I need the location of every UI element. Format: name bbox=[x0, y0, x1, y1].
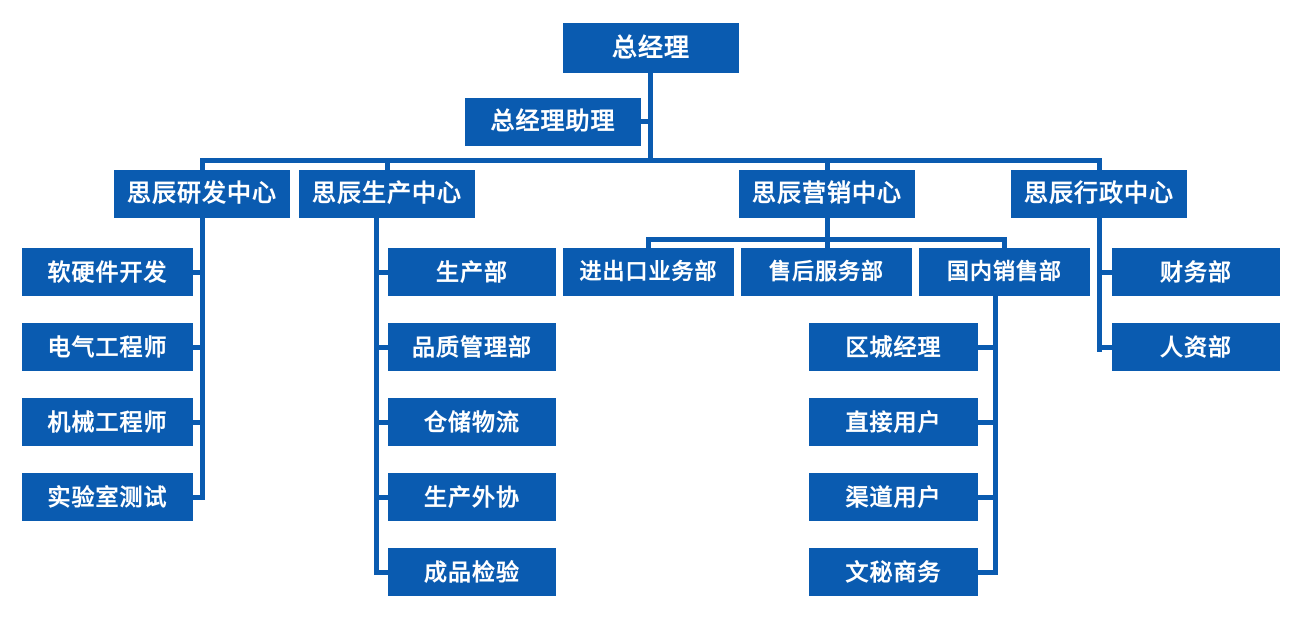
node-production-center[interactable]: 思辰生产中心 bbox=[299, 170, 475, 218]
node-label: 进出口业务部 bbox=[579, 259, 718, 284]
node-rd-child-3[interactable]: 机械工程师 bbox=[22, 398, 193, 446]
connector-production-stub-2 bbox=[374, 345, 388, 350]
node-label: 总经理 bbox=[611, 33, 690, 62]
node-label: 国内销售部 bbox=[946, 259, 1062, 284]
connector-gm-to-trunk bbox=[648, 73, 653, 162]
connector-admin-stub-2 bbox=[1097, 345, 1113, 350]
node-gm-assistant[interactable]: 总经理助理 bbox=[465, 98, 641, 146]
connector-admin-spine bbox=[1097, 218, 1102, 352]
connector-production-spine bbox=[374, 218, 379, 575]
node-label: 生产部 bbox=[436, 258, 508, 285]
node-production-child-4[interactable]: 生产外协 bbox=[388, 473, 556, 521]
node-label: 机械工程师 bbox=[47, 408, 168, 435]
connector-rd-stub-1 bbox=[191, 270, 202, 275]
connector-production-stub-4 bbox=[374, 495, 388, 500]
node-domestic-sales-child-3[interactable]: 渠道用户 bbox=[809, 473, 978, 521]
node-domestic-sales-child-2[interactable]: 直接用户 bbox=[809, 398, 978, 446]
connector-domestic-stub-2 bbox=[978, 420, 994, 425]
node-label: 直接用户 bbox=[845, 408, 942, 435]
connector-marketing-drop bbox=[825, 218, 830, 242]
node-label: 总经理助理 bbox=[490, 108, 616, 135]
node-marketing-child-3[interactable]: 国内销售部 bbox=[919, 248, 1090, 296]
connector-domestic-stub-1 bbox=[978, 345, 994, 350]
connector-production-stub-5 bbox=[374, 570, 388, 575]
node-label: 思辰营销中心 bbox=[752, 180, 902, 207]
connector-admin-stub-1 bbox=[1097, 270, 1113, 275]
connector-domestic-stub-3 bbox=[978, 495, 994, 500]
connector-rd-stub-3 bbox=[191, 420, 202, 425]
node-label: 电气工程师 bbox=[47, 333, 168, 360]
connector-drop-admin-center bbox=[1097, 158, 1102, 172]
node-label: 思辰生产中心 bbox=[312, 180, 462, 207]
node-label: 品质管理部 bbox=[412, 333, 532, 360]
connector-drop-marketing-center bbox=[825, 158, 830, 172]
node-admin-child-2[interactable]: 人资部 bbox=[1112, 323, 1280, 371]
connector-production-stub-1 bbox=[374, 270, 388, 275]
node-label: 仓储物流 bbox=[424, 408, 520, 435]
connector-rd-spine bbox=[200, 218, 205, 500]
connector-gm-assistant-stub bbox=[640, 119, 650, 124]
connector-drop-rd-center bbox=[200, 158, 205, 172]
node-label: 成品检验 bbox=[424, 558, 520, 585]
node-rd-child-1[interactable]: 软硬件开发 bbox=[22, 248, 193, 296]
node-admin-child-1[interactable]: 财务部 bbox=[1112, 248, 1280, 296]
node-label: 生产外协 bbox=[424, 483, 520, 510]
node-label: 思辰研发中心 bbox=[127, 180, 277, 207]
node-marketing-child-2[interactable]: 售后服务部 bbox=[741, 248, 912, 296]
node-label: 文秘商务 bbox=[845, 558, 942, 585]
node-label: 售后服务部 bbox=[768, 259, 884, 284]
node-production-child-2[interactable]: 品质管理部 bbox=[388, 323, 556, 371]
node-domestic-sales-child-1[interactable]: 区城经理 bbox=[809, 323, 978, 371]
connector-production-stub-3 bbox=[374, 420, 388, 425]
node-label: 软硬件开发 bbox=[47, 258, 168, 285]
node-domestic-sales-child-4[interactable]: 文秘商务 bbox=[809, 548, 978, 596]
connector-drop-after-sales bbox=[825, 237, 830, 251]
connector-rd-stub-4 bbox=[191, 495, 202, 500]
node-admin-center[interactable]: 思辰行政中心 bbox=[1011, 170, 1187, 218]
connector-drop-import-export bbox=[646, 237, 651, 251]
node-label: 财务部 bbox=[1160, 258, 1232, 285]
node-rd-center[interactable]: 思辰研发中心 bbox=[114, 170, 290, 218]
node-marketing-center[interactable]: 思辰营销中心 bbox=[739, 170, 915, 218]
node-production-child-5[interactable]: 成品检验 bbox=[388, 548, 556, 596]
node-production-child-3[interactable]: 仓储物流 bbox=[388, 398, 556, 446]
node-general-manager[interactable]: 总经理 bbox=[563, 23, 739, 73]
node-rd-child-4[interactable]: 实验室测试 bbox=[22, 473, 193, 521]
connector-main-bus bbox=[200, 158, 1102, 163]
connector-drop-domestic-sales bbox=[1002, 237, 1007, 251]
connector-domestic-sales-spine bbox=[993, 296, 998, 575]
connector-domestic-stub-4 bbox=[978, 570, 994, 575]
node-label: 实验室测试 bbox=[47, 483, 168, 510]
node-rd-child-2[interactable]: 电气工程师 bbox=[22, 323, 193, 371]
connector-drop-production-center bbox=[385, 158, 390, 172]
node-label: 人资部 bbox=[1160, 333, 1232, 360]
connector-rd-stub-2 bbox=[191, 345, 202, 350]
node-label: 思辰行政中心 bbox=[1024, 180, 1174, 207]
node-production-child-1[interactable]: 生产部 bbox=[388, 248, 556, 296]
node-marketing-child-1[interactable]: 进出口业务部 bbox=[563, 248, 734, 296]
node-label: 渠道用户 bbox=[845, 483, 942, 510]
node-label: 区城经理 bbox=[845, 333, 942, 360]
